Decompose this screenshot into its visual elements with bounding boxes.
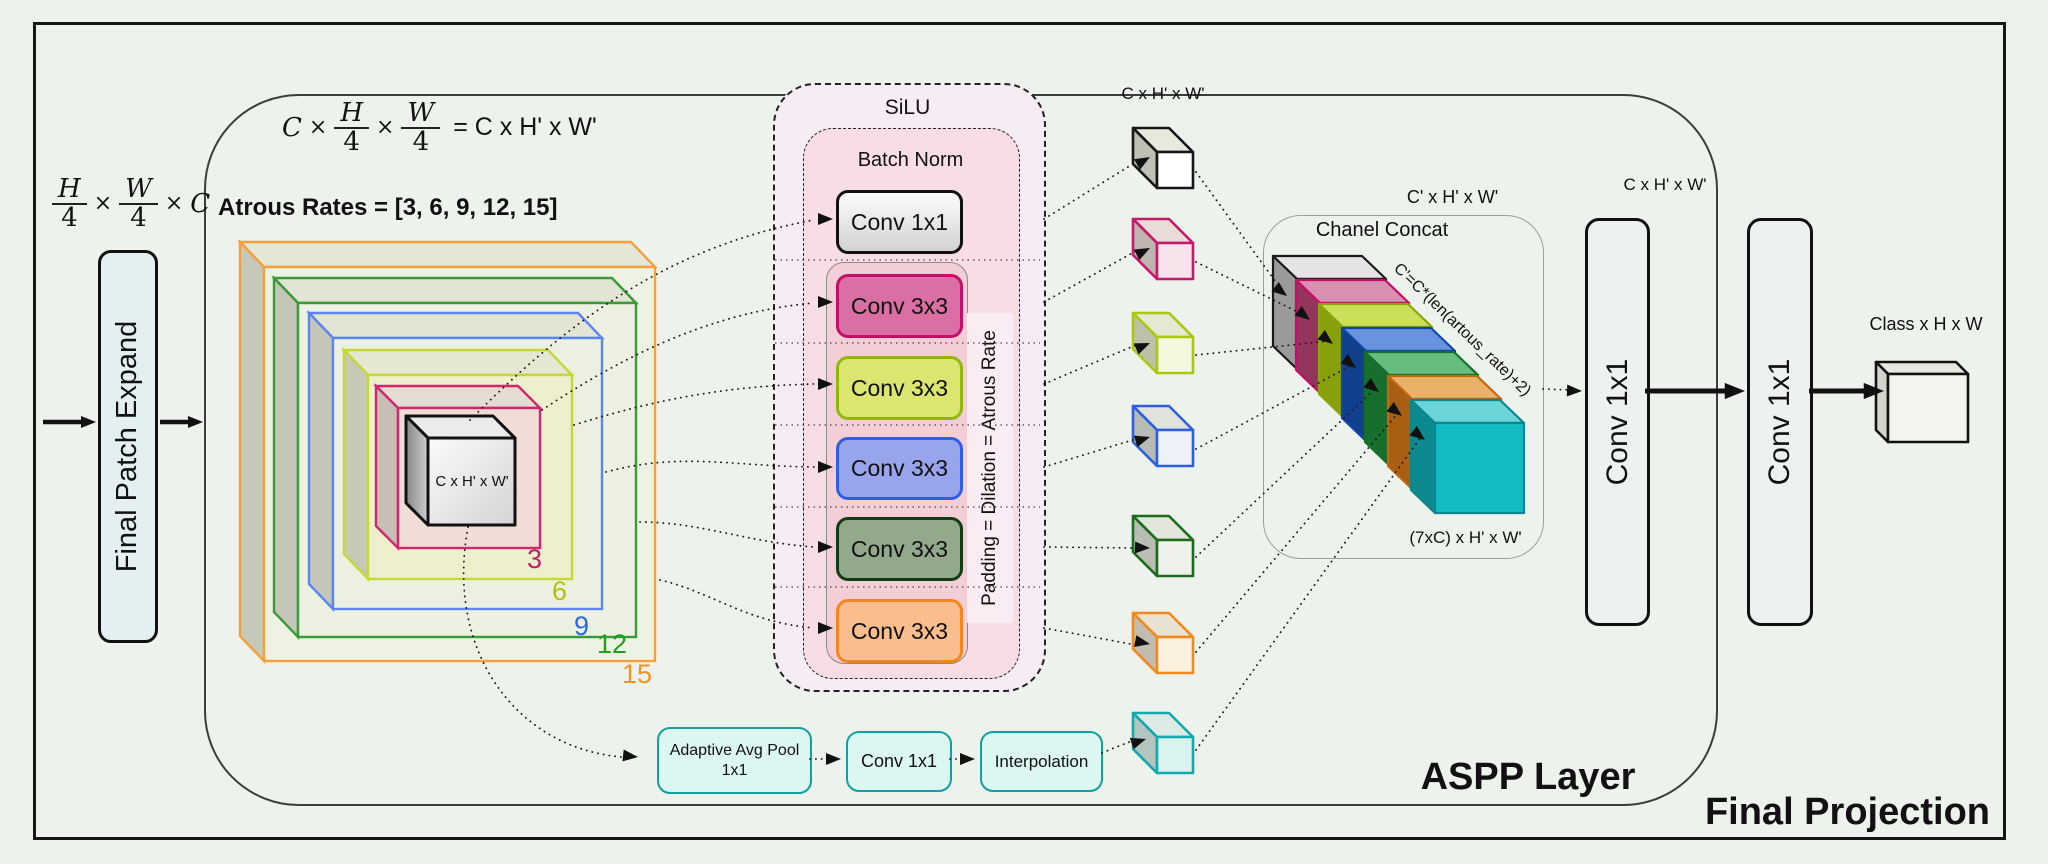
final-patch-expand-label: Final Patch Expand bbox=[111, 320, 144, 573]
conv-3x3-rate3-block: Conv 3x3 bbox=[836, 274, 963, 338]
concat-output-shape-label: (7xC) x H' x W' bbox=[1409, 528, 1522, 547]
rate-label-3: 3 bbox=[527, 544, 543, 574]
silu-label: SiLU bbox=[884, 96, 931, 119]
rate-label-12: 12 bbox=[597, 629, 628, 659]
aspp-layer-label: ASPP Layer bbox=[1420, 756, 1636, 798]
feature-maps-label: C x H' x W' bbox=[1121, 84, 1205, 103]
conv-3x3-rate9-block: Conv 3x3 bbox=[836, 437, 963, 500]
final-projection-boundary bbox=[33, 22, 2006, 840]
adaptive-avg-pool-block: Adaptive Avg Pool 1x1 bbox=[657, 727, 812, 794]
final-patch-expand-block: Final Patch Expand bbox=[98, 250, 158, 643]
concat-title: Chanel Concat bbox=[1315, 219, 1449, 241]
batch-norm-label: Batch Norm bbox=[857, 149, 964, 171]
conv-3x3-rate15-block: Conv 3x3 bbox=[836, 599, 963, 663]
interpolation-block: Interpolation bbox=[980, 731, 1103, 792]
concat-input-shape-label: C' x H' x W' bbox=[1406, 187, 1499, 207]
final-conv-1x1: Conv 1x1 bbox=[1747, 218, 1813, 626]
rate-label-6: 6 bbox=[552, 576, 568, 606]
final-projection-label: Final Projection bbox=[1704, 791, 1990, 833]
conv-1x1-block: Conv 1x1 bbox=[836, 190, 963, 254]
atrous-rates-heading: Atrous Rates = [3, 6, 9, 12, 15] bbox=[218, 194, 558, 221]
projection-mid-shape-label: C x H' x W' bbox=[1623, 175, 1707, 194]
rate-label-15: 15 bbox=[622, 659, 653, 689]
center-cube-label: C x H' x W' bbox=[435, 473, 509, 490]
conv-3x3-rate12-block: Conv 3x3 bbox=[836, 517, 963, 581]
conv-3x3-rate6-block: Conv 3x3 bbox=[836, 356, 963, 420]
rate-label-9: 9 bbox=[574, 611, 590, 641]
class-shape-label: Class x H x W bbox=[1869, 314, 1983, 334]
aspp-output-conv-1x1: Conv 1x1 bbox=[1585, 218, 1650, 626]
padding-note: Padding = Dilation = Atrous Rate bbox=[979, 330, 1000, 606]
pool-conv-1x1-block: Conv 1x1 bbox=[846, 731, 952, 792]
padding-note-strip: Padding = Dilation = Atrous Rate bbox=[967, 313, 1013, 623]
